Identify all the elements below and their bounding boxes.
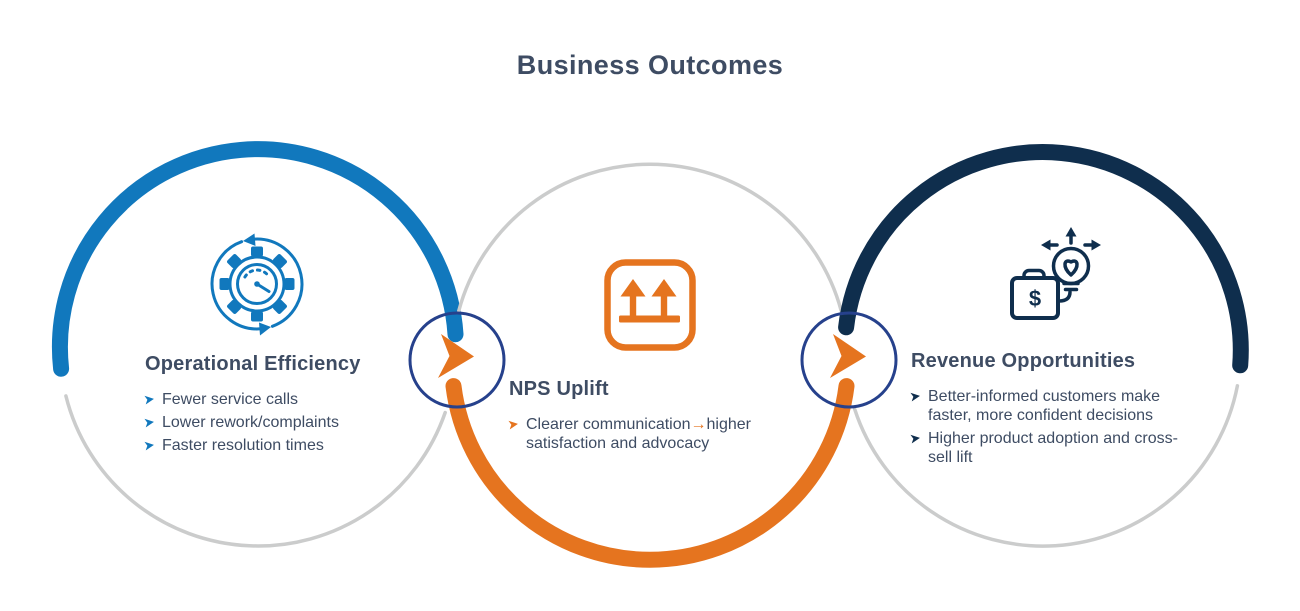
chevron-right-icon bbox=[508, 418, 518, 430]
gear-teeth bbox=[219, 246, 295, 322]
list-item: Faster resolution times bbox=[145, 436, 407, 455]
chevron-right-icon bbox=[910, 390, 920, 402]
section-heading: Revenue Opportunities bbox=[911, 350, 1136, 372]
bullet-text-pre: Clearer communication bbox=[526, 416, 691, 433]
briefcase bbox=[1010, 276, 1060, 320]
right-arrow-glyph: → bbox=[690, 416, 707, 433]
dollar-sign: $ bbox=[1029, 286, 1041, 311]
list-item: Higher product adoption and cross-sell l… bbox=[911, 429, 1186, 467]
idea-direction-arrows bbox=[1041, 227, 1101, 251]
lightbulb bbox=[1051, 246, 1091, 286]
bullet-text-post: higher satisfaction and advocacy bbox=[526, 416, 751, 452]
connector-2-ring bbox=[800, 311, 898, 409]
list-item: Clearer communication→higher satisfactio… bbox=[509, 415, 799, 453]
circle1-bottom-arc bbox=[64, 394, 447, 548]
connector-1 bbox=[408, 311, 506, 409]
connector-2 bbox=[800, 311, 898, 409]
briefcase-lightbulb-icon: $ bbox=[1010, 227, 1101, 320]
page-title: Business Outcomes bbox=[516, 50, 784, 80]
circle2-bottom-arc bbox=[445, 378, 855, 568]
section-revenue-opportunities: Revenue Opportunities Better-informed cu… bbox=[911, 350, 1186, 471]
section-heading: NPS Uplift bbox=[509, 378, 609, 400]
connector-1-arrow-right-icon bbox=[438, 334, 474, 378]
circle2-top-arc bbox=[457, 162, 843, 313]
circle3-bottom-arc bbox=[852, 384, 1240, 548]
section-heading: Operational Efficiency bbox=[145, 353, 361, 375]
chevron-right-icon bbox=[910, 432, 920, 444]
list-item: Better-informed customers make faster, m… bbox=[911, 387, 1186, 425]
list-item: Fewer service calls bbox=[145, 390, 407, 409]
chevron-right-icon bbox=[144, 393, 154, 405]
gear-gauge-sync-icon bbox=[210, 233, 304, 336]
chevron-right-icon bbox=[144, 439, 154, 451]
list-item: Lower rework/complaints bbox=[145, 413, 407, 432]
circle1-top-arc bbox=[51, 141, 464, 377]
circle3-top-arc bbox=[838, 144, 1249, 374]
chevron-right-icon bbox=[144, 416, 154, 428]
connector-2-arrow-right-icon bbox=[830, 334, 866, 378]
heart-filament bbox=[1063, 259, 1079, 277]
section-nps-uplift: NPS Uplift Clearer communication→higher … bbox=[509, 378, 799, 457]
section-operational-efficiency: Operational Efficiency Fewer service cal… bbox=[145, 353, 407, 459]
connector-1-ring bbox=[408, 311, 506, 409]
uplift-arrows-icon bbox=[604, 259, 696, 351]
